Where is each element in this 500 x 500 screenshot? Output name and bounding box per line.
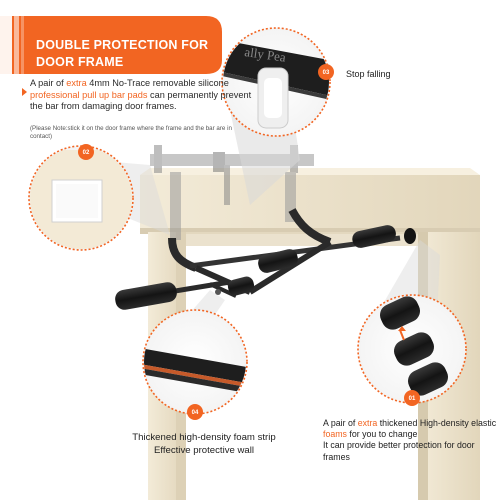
foams-part1: A pair of [323, 418, 358, 428]
bullet-icon [22, 88, 27, 96]
pull-up-bar [115, 208, 416, 310]
foam-strip-caption-line2: Effective protective wall [153, 444, 255, 456]
badge-01-text: 01 [409, 396, 416, 402]
title-banner-area: DOUBLE PROTECTION FOR DOOR FRAME [0, 16, 226, 74]
foams-part3: for you to change [346, 429, 418, 440]
intro-part2: 4mm No-Trace removable silicone [86, 78, 229, 88]
title-banner [0, 16, 222, 74]
page-title-line1: DOUBLE PROTECTION FOR [36, 38, 209, 52]
page-title: DOUBLE PROTECTION FOR DOOR FRAME [36, 37, 224, 71]
spare-foams-caption: A pair of extra thickened High-density e… [323, 418, 498, 463]
foams-highlight-foams: foams [323, 429, 347, 440]
spare-foams-caption-line1: A pair of extra thickened High-density e… [323, 418, 498, 440]
callout-circle-02: 02 [28, 144, 134, 251]
foam-strip-caption-line1: Thickened high-density foam strip [132, 432, 276, 443]
badge-02-text: 02 [83, 150, 90, 156]
intro-part3: can permanently prevent the bar from dam… [30, 89, 252, 112]
foam-strip-caption: Thickened high-density foam strip Effect… [104, 432, 304, 457]
bar-sticker-text: ally Pea [244, 44, 287, 65]
spare-foams-caption-line2: It can provide better protection for doo… [323, 440, 475, 462]
callout-circle-01: 01 [357, 294, 467, 406]
foams-highlight-extra: extra [357, 418, 378, 428]
callout-circle-04: 04 [142, 309, 248, 420]
stop-falling-label: Stop falling [346, 69, 391, 79]
badge-04-text: 04 [192, 410, 199, 416]
intro-highlight-extra: extra [66, 78, 87, 88]
callout-circle-03: 03 ally Pea [221, 27, 334, 137]
badge-03-text: 03 [323, 70, 330, 76]
intro-part1: A pair of [30, 78, 67, 88]
page-title-line2: DOOR FRAME [36, 55, 124, 69]
intro-description: A pair of extra 4mm No-Trace removable s… [30, 78, 262, 113]
install-note: (Please Note:stick it on the door frame … [30, 125, 232, 140]
foams-part2: thickened High-density elastic [377, 418, 497, 428]
intro-highlight-pads: professional pull up bar pads [30, 89, 148, 100]
